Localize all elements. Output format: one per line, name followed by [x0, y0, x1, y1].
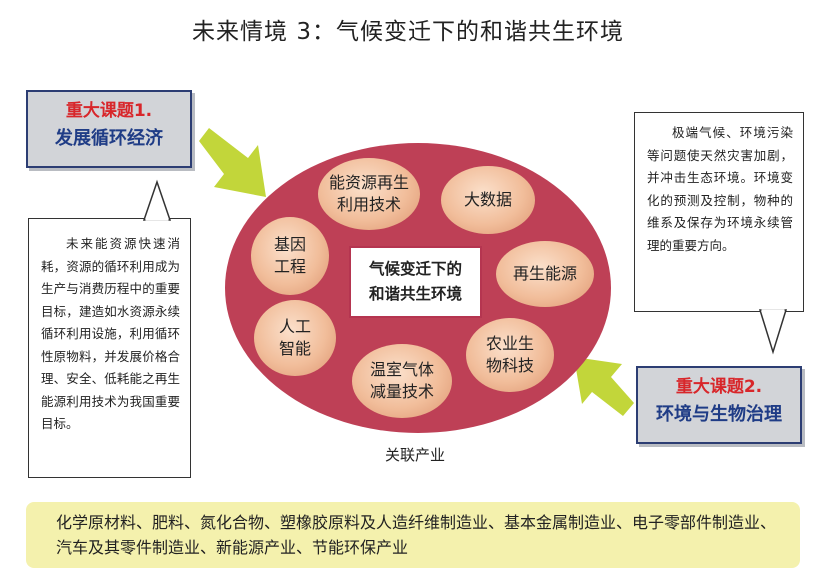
callout-left-tail: [142, 179, 172, 221]
bubble-agri-biotech: 农业生物科技: [466, 318, 554, 392]
bubble-energy-line2: 利用技术: [336, 195, 401, 214]
bubble-big-data: 大数据: [441, 166, 535, 234]
industries-bar: 化学原材料、肥料、氮化合物、塑橡胶原料及人造纤维制造业、基本金属制造业、电子零部…: [26, 502, 800, 568]
callout-right: 极端气候、环境污染等问题使天然灾害加剧，并冲击生态环境。环境变化的预测及控制，物…: [634, 112, 804, 312]
center-theme-line1: 气候变迁下的: [368, 260, 462, 278]
callout-left-text: 未来能资源快速消耗，资源的循环利用成为生产与消费历程中的重要目标，建造如水资源永…: [41, 236, 180, 431]
bubble-renewable-energy: 再生能源: [496, 241, 594, 307]
industries-text: 化学原材料、肥料、氮化合物、塑橡胶原料及人造纤维制造业、基本金属制造业、电子零部…: [56, 513, 777, 557]
callout-right-tail: [758, 309, 788, 355]
bubble-ghg-line1: 温室气体: [369, 360, 434, 379]
topic1-label: 重大课题1.: [65, 101, 153, 121]
bubble-ghg-line2: 减量技术: [369, 382, 434, 401]
bubble-energy-line1: 能资源再生: [328, 173, 409, 192]
bubble-ai-line2: 智能: [278, 339, 311, 358]
bubble-bigdata-line1: 大数据: [463, 190, 512, 209]
callout-left: 未来能资源快速消耗，资源的循环利用成为生产与消费历程中的重要目标，建造如水资源永…: [28, 218, 191, 478]
related-industries-label: 关联产业: [384, 446, 445, 464]
bubble-renewable-line1: 再生能源: [512, 264, 577, 283]
bubble-agri-line2: 物科技: [485, 356, 534, 375]
arrow-topic2-icon: [574, 357, 634, 416]
bubble-agri-line1: 农业生: [485, 334, 534, 353]
center-theme-box: 气候变迁下的和谐共生环境: [349, 246, 482, 318]
center-theme-line2: 和谐共生环境: [368, 285, 462, 303]
bubble-genetic-engineering: 基因工程: [251, 217, 329, 295]
bubble-gene-line2: 工程: [273, 257, 306, 276]
page-title: 未来情境 3：气候变迁下的和谐共生环境: [192, 19, 624, 45]
bubble-artificial-intelligence: 人工智能: [254, 300, 336, 376]
callout-right-text: 极端气候、环境污染等问题使天然灾害加剧，并冲击生态环境。环境变化的预测及控制，物…: [647, 125, 793, 253]
topic2-box: 重大课题2. 环境与生物治理: [636, 366, 802, 444]
bubble-ghg-reduction: 温室气体减量技术: [352, 344, 452, 418]
topic2-label: 重大课题2.: [675, 377, 763, 397]
bubble-gene-line1: 基因: [273, 235, 306, 254]
bubble-ai-line1: 人工: [278, 317, 311, 336]
topic2-name: 环境与生物治理: [656, 404, 782, 425]
arrow-topic1-icon: [199, 128, 266, 197]
topic1-box: 重大课题1. 发展循环经济: [26, 90, 192, 168]
bubble-energy-recycling: 能资源再生利用技术: [318, 158, 420, 230]
topic1-name: 发展循环经济: [55, 128, 163, 149]
